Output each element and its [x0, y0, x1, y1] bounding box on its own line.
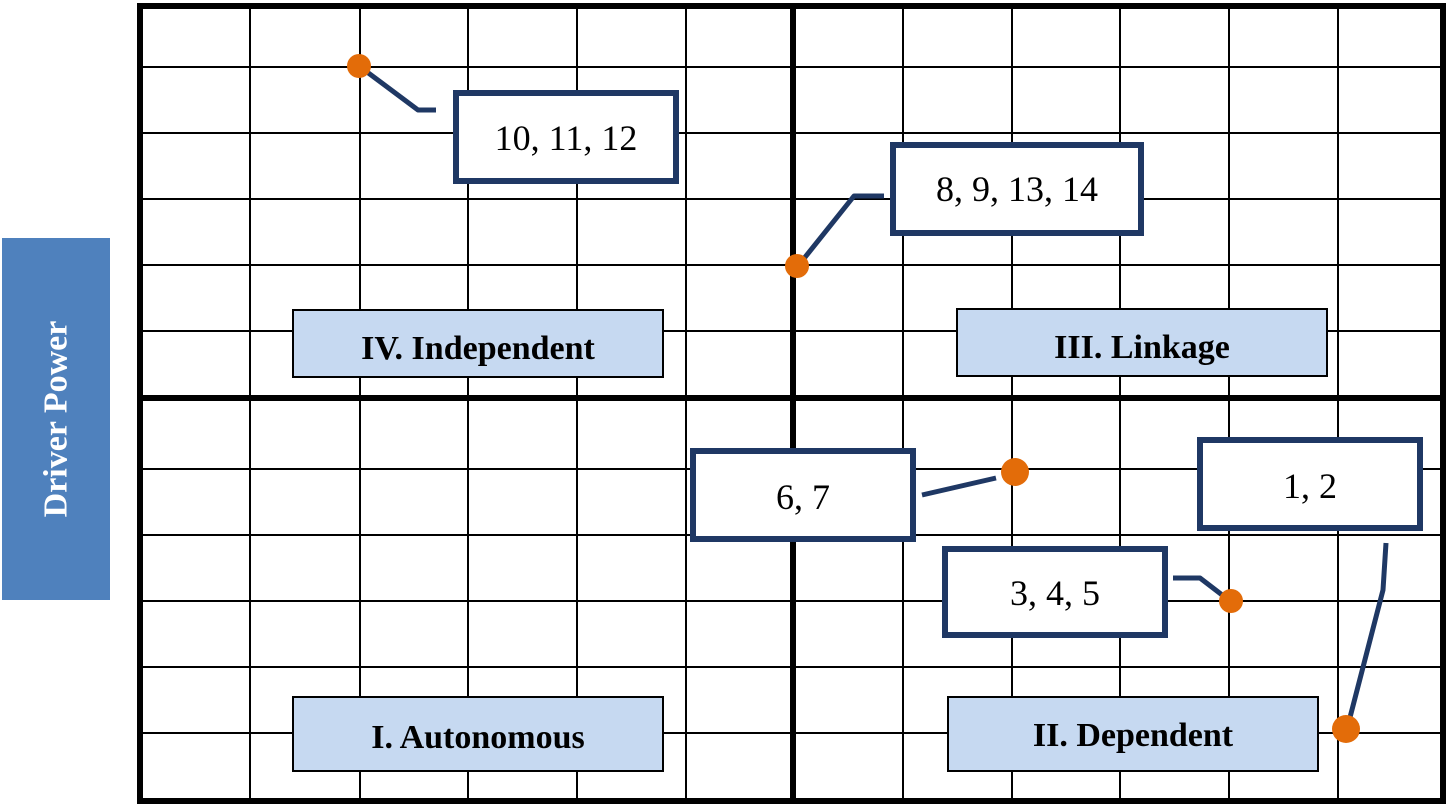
cluster-box-10-11-12: 10, 11, 12	[453, 90, 679, 184]
point-10-11-12	[347, 54, 371, 78]
cluster-label: 10, 11, 12	[495, 118, 638, 158]
quadrant-frame	[137, 3, 1446, 804]
cluster-box-1-2: 1, 2	[1197, 437, 1423, 531]
quadrant-label-text: I. Autonomous	[371, 719, 585, 756]
quadrant-label-text: II. Dependent	[1033, 717, 1234, 754]
cluster-label: 1, 2	[1283, 466, 1337, 506]
point-8-9-13-14	[785, 254, 809, 278]
quadrant-label-autonomous: I. Autonomous	[292, 696, 664, 772]
quadrant-label-text: III. Linkage	[1054, 329, 1230, 366]
connector-lines	[357, 63, 1389, 730]
quadrant-label-text: IV. Independent	[361, 330, 595, 367]
cluster-label: 6, 7	[776, 477, 830, 517]
cluster-box-8-9-13-14: 8, 9, 13, 14	[890, 142, 1144, 236]
y-axis-label-box: Driver Power	[2, 238, 110, 600]
quadrant-label-dependent: II. Dependent	[947, 696, 1319, 772]
cluster-box-3-4-5: 3, 4, 5	[942, 546, 1168, 638]
cluster-label: 3, 4, 5	[1010, 573, 1100, 613]
point-6-7	[1001, 458, 1029, 486]
cluster-box-6-7: 6, 7	[690, 448, 916, 542]
point-3-4-5	[1219, 589, 1243, 613]
data-points	[347, 54, 1360, 743]
quadrant-label-linkage: III. Linkage	[956, 308, 1328, 377]
point-1-2	[1332, 715, 1360, 743]
cluster-label: 8, 9, 13, 14	[936, 169, 1098, 209]
quadrant-label-independent: IV. Independent	[292, 309, 664, 378]
